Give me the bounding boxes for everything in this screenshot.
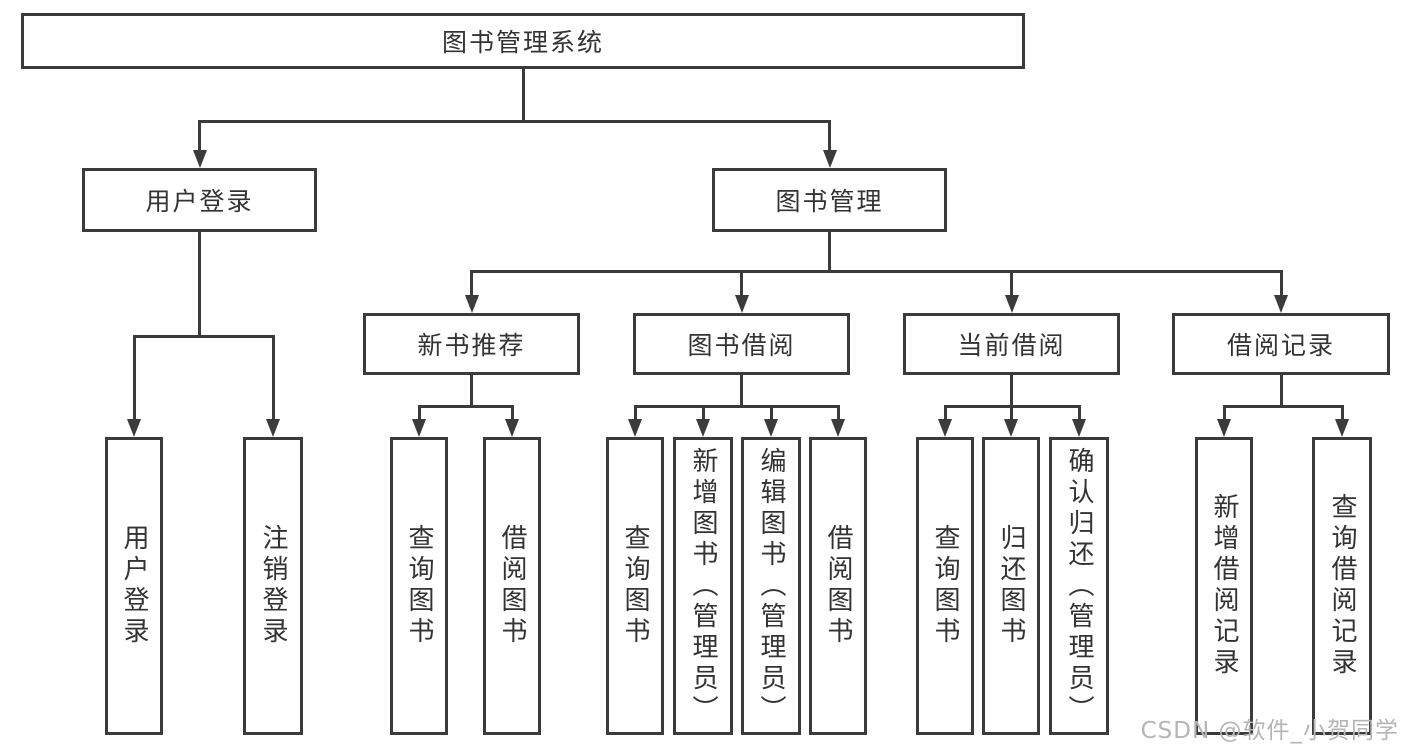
connector-stem xyxy=(740,375,743,408)
node-leaf-new-query: 查询图书 xyxy=(390,437,448,735)
connector-drop xyxy=(1222,405,1226,423)
node-user-login: 用户登录 xyxy=(82,168,317,232)
connector-drop xyxy=(271,335,275,423)
connector-stem xyxy=(521,69,525,123)
arrow-down-icon xyxy=(1072,419,1086,437)
node-leaf-cur-query: 查询图书 xyxy=(916,437,974,735)
node-leaf-cur-return: 归还图书 xyxy=(982,437,1040,735)
node-leaf-rec-add: 新增借阅记录 xyxy=(1195,437,1253,735)
csdn-watermark: CSDN @软件_小贺同学 xyxy=(1140,718,1399,744)
connector-stem xyxy=(470,375,473,408)
connector-drop xyxy=(198,120,201,154)
connector-drop xyxy=(701,405,705,423)
node-leaf-cur-confirm: 确认归还（管理员） xyxy=(1049,437,1109,735)
connector-bus xyxy=(417,405,514,408)
arrow-down-icon xyxy=(938,419,952,437)
connector-bus xyxy=(633,405,840,408)
node-new-books: 新书推荐 xyxy=(363,313,580,375)
connector-drop xyxy=(633,405,637,423)
node-leaf-borrow-edit: 编辑图书（管理员） xyxy=(741,437,801,735)
node-leaf-user-login: 用户登录 xyxy=(105,437,163,735)
arrow-down-icon xyxy=(1335,419,1349,437)
arrow-down-icon xyxy=(628,419,642,437)
node-borrow-records: 借阅记录 xyxy=(1172,313,1390,375)
arrow-down-icon xyxy=(1217,419,1231,437)
arrow-down-icon xyxy=(192,150,207,168)
node-root: 图书管理系统 xyxy=(21,13,1025,69)
connector-drop xyxy=(1010,270,1013,299)
connector-bus xyxy=(132,335,275,338)
arrow-down-icon xyxy=(1004,419,1018,437)
arrow-down-icon xyxy=(696,419,710,437)
arrow-down-icon xyxy=(505,419,519,437)
connector-bus xyxy=(1222,405,1344,408)
connector-bus xyxy=(470,270,1283,273)
connector-drop xyxy=(1077,405,1081,423)
connector-drop xyxy=(943,405,947,423)
node-leaf-logout: 注销登录 xyxy=(243,437,303,735)
connector-drop xyxy=(510,405,514,423)
connector-bus xyxy=(198,120,831,123)
connector-stem xyxy=(1010,375,1013,408)
node-leaf-borrow-add: 新增图书（管理员） xyxy=(673,437,733,735)
node-leaf-borrow-query: 查询图书 xyxy=(606,437,664,735)
arrow-down-icon xyxy=(734,295,749,313)
arrow-down-icon xyxy=(764,419,778,437)
connector-drop xyxy=(740,270,743,299)
connector-stem xyxy=(828,232,831,273)
connector-drop xyxy=(470,270,473,299)
arrow-down-icon xyxy=(127,419,141,437)
node-leaf-rec-query: 查询借阅记录 xyxy=(1312,437,1372,735)
arrow-down-icon xyxy=(412,419,426,437)
connector-drop xyxy=(836,405,840,423)
connector-drop xyxy=(1340,405,1344,423)
connector-drop xyxy=(769,405,773,423)
arrow-down-icon xyxy=(822,150,837,168)
connector-stem xyxy=(198,232,201,338)
arrow-down-icon xyxy=(831,419,845,437)
node-leaf-borrow-borrow: 借阅图书 xyxy=(809,437,867,735)
arrow-down-icon xyxy=(1274,295,1288,313)
connector-drop xyxy=(132,335,136,423)
connector-drop xyxy=(417,405,421,423)
connector-drop xyxy=(1279,270,1283,299)
arrow-down-icon xyxy=(266,419,280,437)
connector-stem xyxy=(1279,375,1283,408)
node-book-mgmt: 图书管理 xyxy=(712,168,947,232)
arrow-down-icon xyxy=(1004,295,1019,313)
node-current-borrow: 当前借阅 xyxy=(903,313,1120,375)
node-book-borrow: 图书借阅 xyxy=(633,313,850,375)
arrow-down-icon xyxy=(464,295,479,313)
connector-drop xyxy=(1009,405,1013,423)
connector-drop xyxy=(828,120,831,154)
node-leaf-new-borrow: 借阅图书 xyxy=(483,437,541,735)
